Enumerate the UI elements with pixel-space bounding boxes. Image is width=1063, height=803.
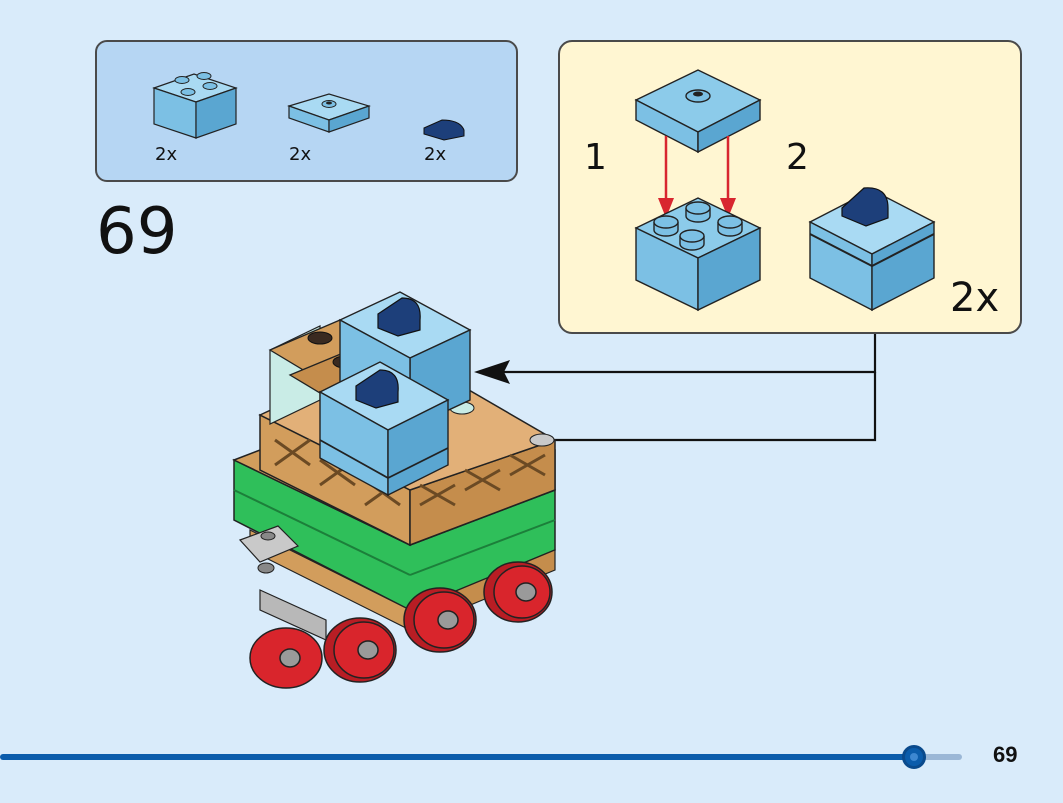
down-arrows-icon — [658, 136, 736, 218]
part-qty-jumper: 2x — [289, 144, 312, 165]
parts-list-panel: 2x 2x 2x — [95, 40, 518, 182]
jumper-plate-illustration — [634, 69, 762, 154]
sub-step-2-label: 2 — [786, 137, 809, 178]
progress-bar — [0, 754, 960, 760]
brick-illustration — [634, 197, 762, 312]
curved-slope-icon — [423, 119, 465, 141]
jumper-plate-icon — [287, 93, 371, 133]
page-number: 69 — [993, 742, 1018, 767]
wagon-model-illustration — [232, 291, 557, 689]
part-qty-brick: 2x — [155, 144, 178, 165]
part-qty-slope: 2x — [424, 144, 447, 165]
finished-block-illustration — [808, 187, 936, 312]
brick-2x2-icon — [152, 72, 238, 139]
progress-indicator — [902, 745, 926, 769]
step-number: 69 — [96, 195, 178, 269]
sub-assembly-panel: 1 2 2x — [558, 40, 1022, 334]
sub-step-1-label: 1 — [584, 137, 607, 178]
sub-assembly-multiplier: 2x — [950, 275, 1000, 321]
progress-bar-remaining — [916, 754, 962, 760]
